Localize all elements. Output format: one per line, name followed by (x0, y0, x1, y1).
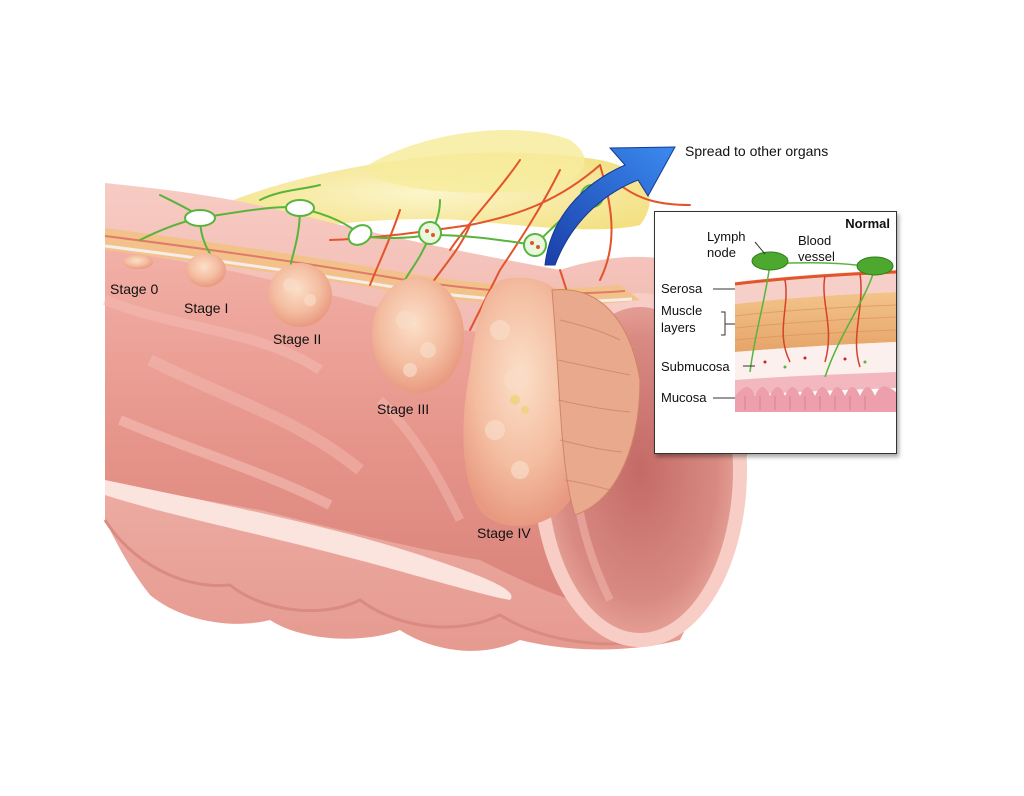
label-stage-0: Stage 0 (110, 281, 159, 297)
label-blood-vessel: Blood vessel (798, 233, 835, 265)
label-muscle-line1: Muscle (661, 303, 703, 318)
label-serosa: Serosa (661, 281, 703, 296)
inset-blood-vessel-node (856, 256, 894, 276)
inset-title: Normal (845, 216, 890, 231)
label-lymph-node-line2: node (707, 245, 736, 260)
label-lymph-node: Lymph node (707, 229, 746, 261)
tumor-stage-1 (186, 253, 226, 287)
normal-wall-illustration (713, 241, 896, 412)
tumors (123, 253, 641, 527)
tumor-stage-4-cut (551, 289, 641, 516)
spread-arrow (544, 146, 676, 266)
label-stage-4: Stage IV (477, 525, 531, 541)
tumor-stage-0 (123, 255, 153, 269)
label-stage-3: Stage III (377, 401, 430, 417)
inset-lymph-node (751, 251, 789, 271)
mesentery-fat-2 (360, 130, 585, 193)
label-muscle-layers: Muscle layers (661, 302, 702, 336)
label-stage-2: Stage II (273, 331, 322, 347)
tumor-stage-2 (268, 263, 332, 327)
label-mucosa: Mucosa (661, 390, 707, 405)
label-stage-1: Stage I (184, 300, 229, 316)
label-spread: Spread to other organs (685, 143, 829, 159)
label-blood-vessel-line2: vessel (798, 249, 835, 264)
colon-cut-edge (105, 480, 512, 600)
label-muscle-line2: layers (661, 320, 696, 335)
label-submucosa: Submucosa (661, 359, 730, 374)
label-lymph-node-line1: Lymph (707, 229, 746, 244)
label-blood-vessel-line1: Blood (798, 233, 832, 248)
tumor-stage-3 (372, 277, 464, 393)
normal-wall-inset: Normal Lymph node Blood vessel Serosa Mu… (654, 211, 897, 454)
